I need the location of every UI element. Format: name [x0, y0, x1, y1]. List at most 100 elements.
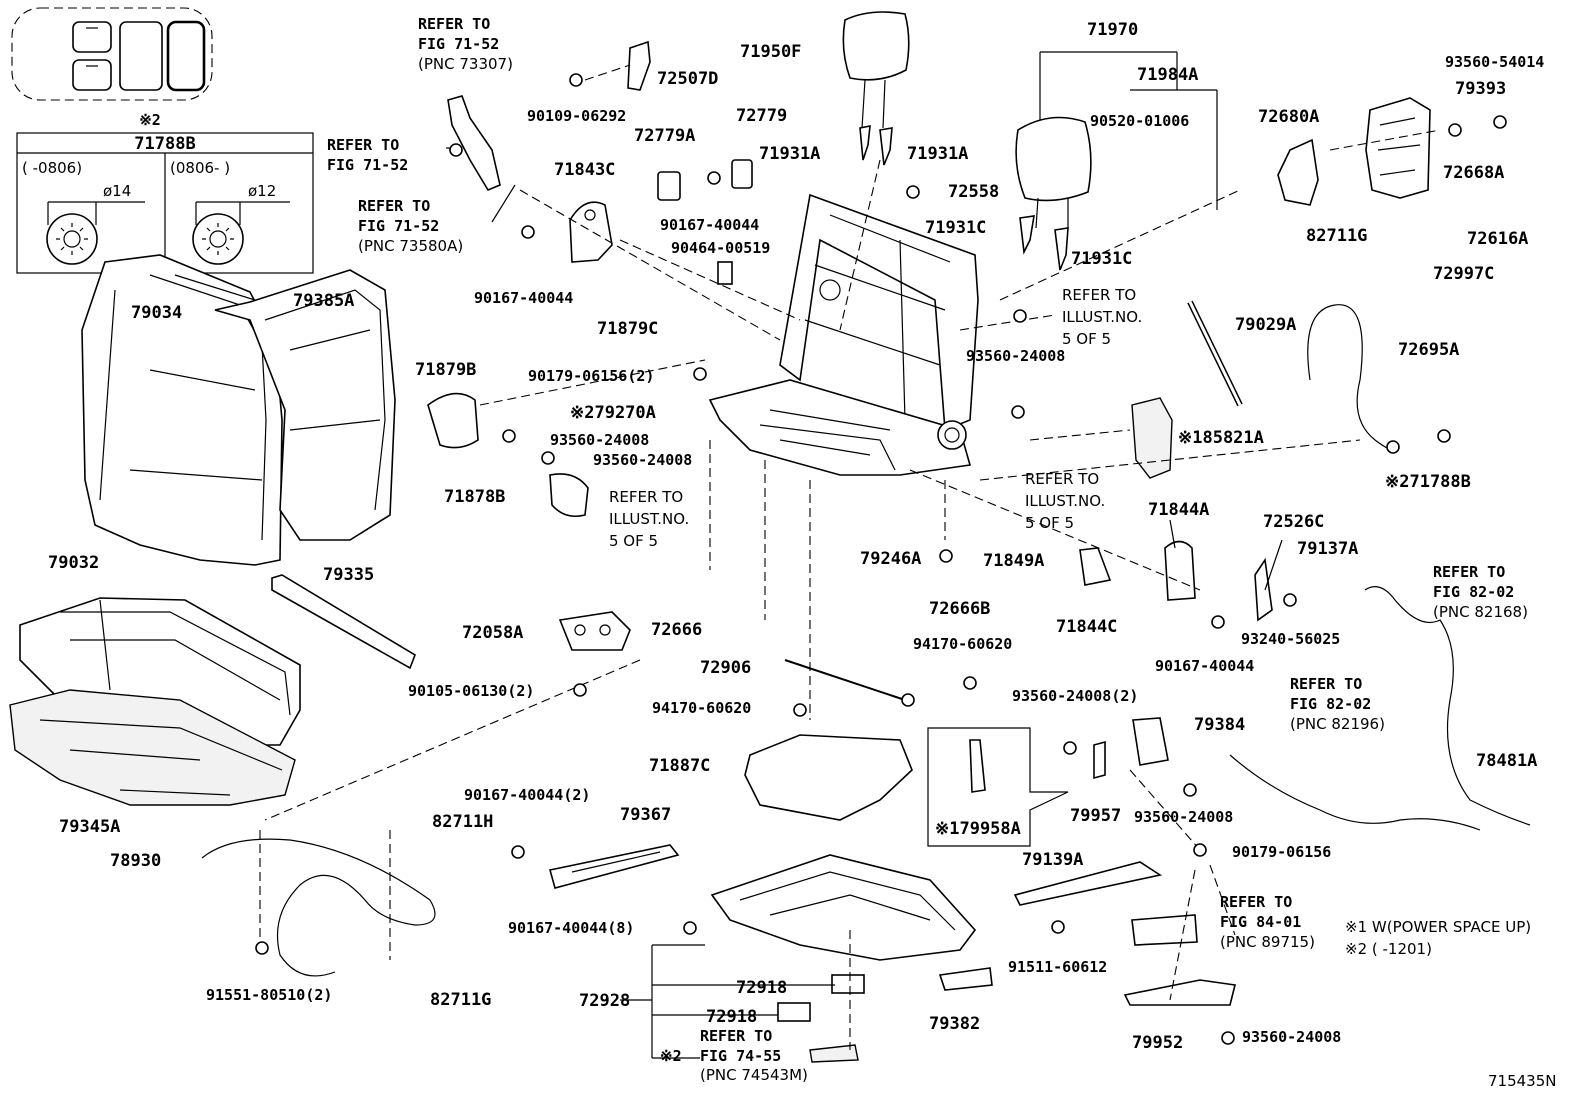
label-72666B: 72666B [929, 599, 990, 619]
ref-r10-mark: ※2 [660, 1047, 682, 1065]
label-79270A: ※279270A [570, 403, 656, 423]
seatback-frame [779, 193, 979, 432]
label-91551-80510-2: 91551-80510(2) [206, 986, 332, 1004]
legend-col-left: ( -0806) [22, 159, 82, 177]
label-72918-a: 72918 [736, 978, 787, 998]
label-90179-06156-b: 90179-06156 [1232, 843, 1331, 861]
label-93560-24008-b: 93560-24008 [550, 431, 649, 449]
lower-frame-72928 [710, 854, 977, 961]
ref-r1-line2: FIG 71-52 [418, 35, 499, 53]
label-72906: 72906 [700, 658, 751, 678]
label-93560-24008-c: 93560-24008 [593, 451, 692, 469]
dashed-leaders [259, 64, 1441, 1050]
legend-mark: ※2 [139, 111, 161, 129]
part-labels: 72507D 90109-06292 71950F 71970 71984A 9… [48, 20, 1544, 1053]
label-71879B: 71879B [415, 360, 476, 380]
label-71878B: 71878B [444, 487, 505, 507]
label-79137A: 79137A [1297, 539, 1358, 559]
label-79382: 79382 [929, 1014, 980, 1034]
label-79384: 79384 [1194, 715, 1245, 735]
ref-r4-line2: ILLUST.NO. [1062, 308, 1142, 326]
label-185821A: ※185821A [1178, 428, 1264, 448]
pads-72918 [777, 974, 865, 1063]
seat-back-cover-79034 [81, 254, 283, 566]
link-72906 [784, 659, 915, 707]
label-94170-60620-b: 94170-60620 [652, 699, 751, 717]
label-72695A: 72695A [1398, 340, 1459, 360]
label-93560-24008-d: 93560-24008 [1134, 808, 1233, 826]
label-78930: 78930 [110, 851, 161, 871]
motor-185821A [1131, 397, 1173, 479]
label-71950F: 71950F [740, 42, 801, 62]
cable-72695A [1307, 304, 1393, 450]
label-72928: 72928 [579, 991, 630, 1011]
label-71970: 71970 [1087, 20, 1138, 40]
ref-r6-line2: ILLUST.NO. [609, 510, 689, 528]
headrest-71950F [842, 11, 910, 129]
ref-r10-line1: REFER TO [700, 1027, 772, 1045]
label-71879C: 71879C [597, 319, 658, 339]
label-72680A: 72680A [1258, 107, 1319, 127]
label-90167-40044-2: 90167-40044(2) [464, 786, 590, 804]
label-79952: 79952 [1132, 1033, 1183, 1053]
label-71844A: 71844A [1148, 500, 1209, 520]
label-93560-24008-2: 93560-24008(2) [1012, 687, 1138, 705]
ref-r3-line3: (PNC 73580A) [358, 237, 463, 255]
ref-r9-line1: REFER TO [1220, 893, 1292, 911]
fasteners [255, 73, 1507, 1045]
solid-leaders [446, 51, 1283, 1059]
label-72918-b: 72918 [706, 1007, 757, 1027]
label-93560-24008-e: 93560-24008 [1242, 1028, 1341, 1046]
label-79367: 79367 [620, 805, 671, 825]
ref-r5-line1: REFER TO [1025, 470, 1099, 488]
legend-dia-left: ø14 [103, 182, 131, 200]
label-79335: 79335 [323, 565, 374, 585]
label-91511-60612: 91511-60612 [1008, 958, 1107, 976]
lock-assembly-72680A [1277, 97, 1431, 206]
ref-r8-line1: REFER TO [1290, 675, 1362, 693]
ref-r2-line1: REFER TO [327, 136, 399, 154]
label-79246A: 79246A [860, 549, 921, 569]
ref-r10-line3: (PNC 74543M) [700, 1066, 808, 1084]
ref-r6-line1: REFER TO [609, 488, 683, 506]
ref-r5-line2: ILLUST.NO. [1025, 492, 1105, 510]
label-71931A-left: 71931A [759, 144, 820, 164]
track-79367 [549, 844, 680, 889]
label-90109-06292: 90109-06292 [527, 107, 626, 125]
label-90167-40044-8: 90167-40044(8) [508, 919, 634, 937]
label-72779: 72779 [736, 106, 787, 126]
headrest-71970 [1015, 116, 1092, 229]
label-71984A: 71984A [1137, 65, 1198, 85]
ref-r6-line3: 5 OF 5 [609, 532, 658, 550]
label-90179-06156-2: 90179-06156(2) [528, 367, 654, 385]
ref-r1-line3: (PNC 73307) [418, 55, 513, 73]
label-72666: 72666 [651, 620, 702, 640]
ref-r2-line2: FIG 71-52 [327, 156, 408, 174]
seat-back-cover-79385A [214, 269, 396, 541]
label-71931A-right: 71931A [907, 144, 968, 164]
clip-72779 [657, 159, 753, 285]
seat-belt-buckle [447, 40, 651, 192]
bracket-71844 [1079, 540, 1196, 601]
legend-71788b: ※2 71788B ( -0806) (0806- ) ø14 ø12 [16, 111, 314, 274]
cover-71879B [427, 392, 589, 518]
legend-title: 71788B [134, 134, 195, 154]
label-90167-40044-a: 90167-40044 [660, 216, 759, 234]
ref-r9-line3: (PNC 89715) [1220, 933, 1315, 951]
footnotes: ※1 W(POWER SPACE UP) ※2 ( -1201) 715435N [1345, 918, 1556, 1090]
label-82711G-bottom: 82711G [430, 990, 491, 1010]
footnote-2: ※2 ( -1201) [1345, 940, 1432, 958]
label-90464-00519: 90464-00519 [671, 239, 770, 257]
inset-box-79958A [927, 727, 1069, 847]
label-71843C: 71843C [554, 160, 615, 180]
footnote-1: ※1 W(POWER SPACE UP) [1345, 918, 1531, 936]
plate-72058A [558, 611, 631, 651]
label-93240-56025: 93240-56025 [1241, 630, 1340, 648]
label-82711G-top: 82711G [1306, 226, 1367, 246]
ref-r7-line3: (PNC 82168) [1433, 603, 1528, 621]
label-72616A: 72616A [1467, 229, 1528, 249]
label-71931C-right: 71931C [1071, 249, 1132, 269]
label-90105-06130-2: 90105-06130(2) [408, 682, 534, 700]
label-90167-40044-b: 90167-40044 [474, 289, 573, 307]
